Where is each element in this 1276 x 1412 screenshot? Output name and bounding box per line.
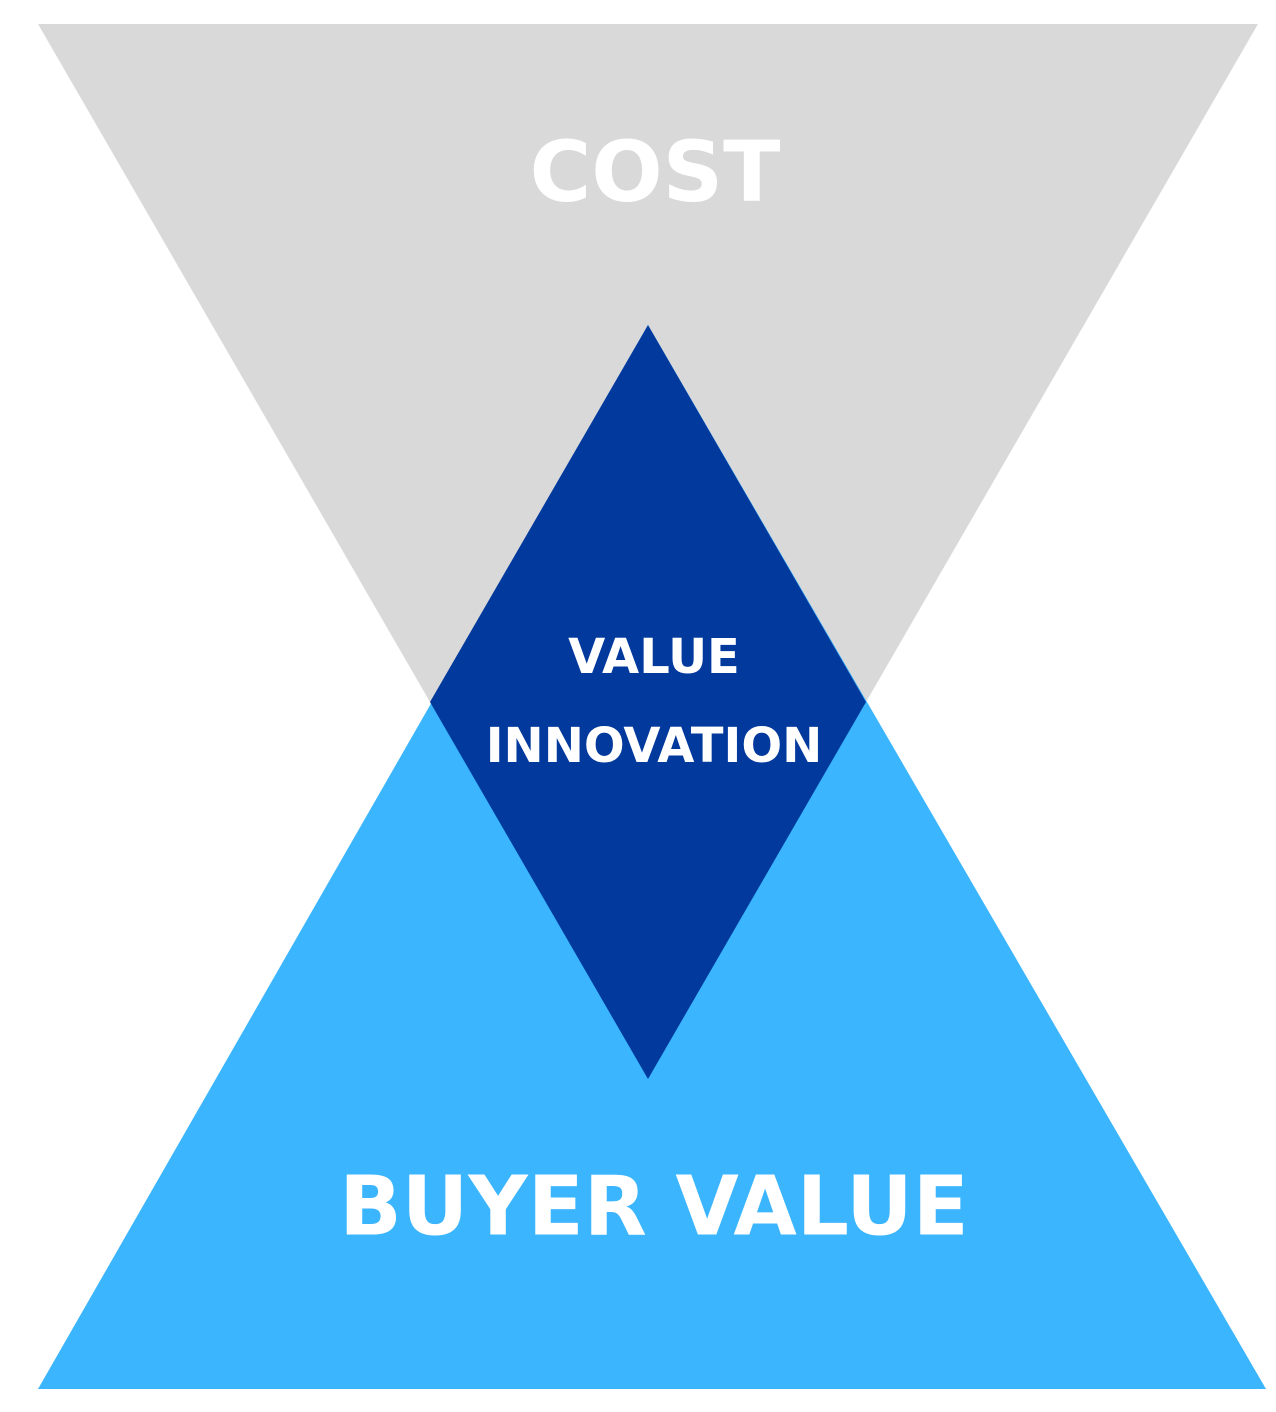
value-innovation-label-line1: VALUE bbox=[568, 629, 740, 685]
value-innovation-label-line2: INNOVATION bbox=[486, 718, 823, 774]
buyer-value-label: BUYER VALUE bbox=[339, 1159, 968, 1254]
value-innovation-diamond bbox=[430, 325, 866, 1079]
cost-label: COST bbox=[530, 123, 781, 221]
